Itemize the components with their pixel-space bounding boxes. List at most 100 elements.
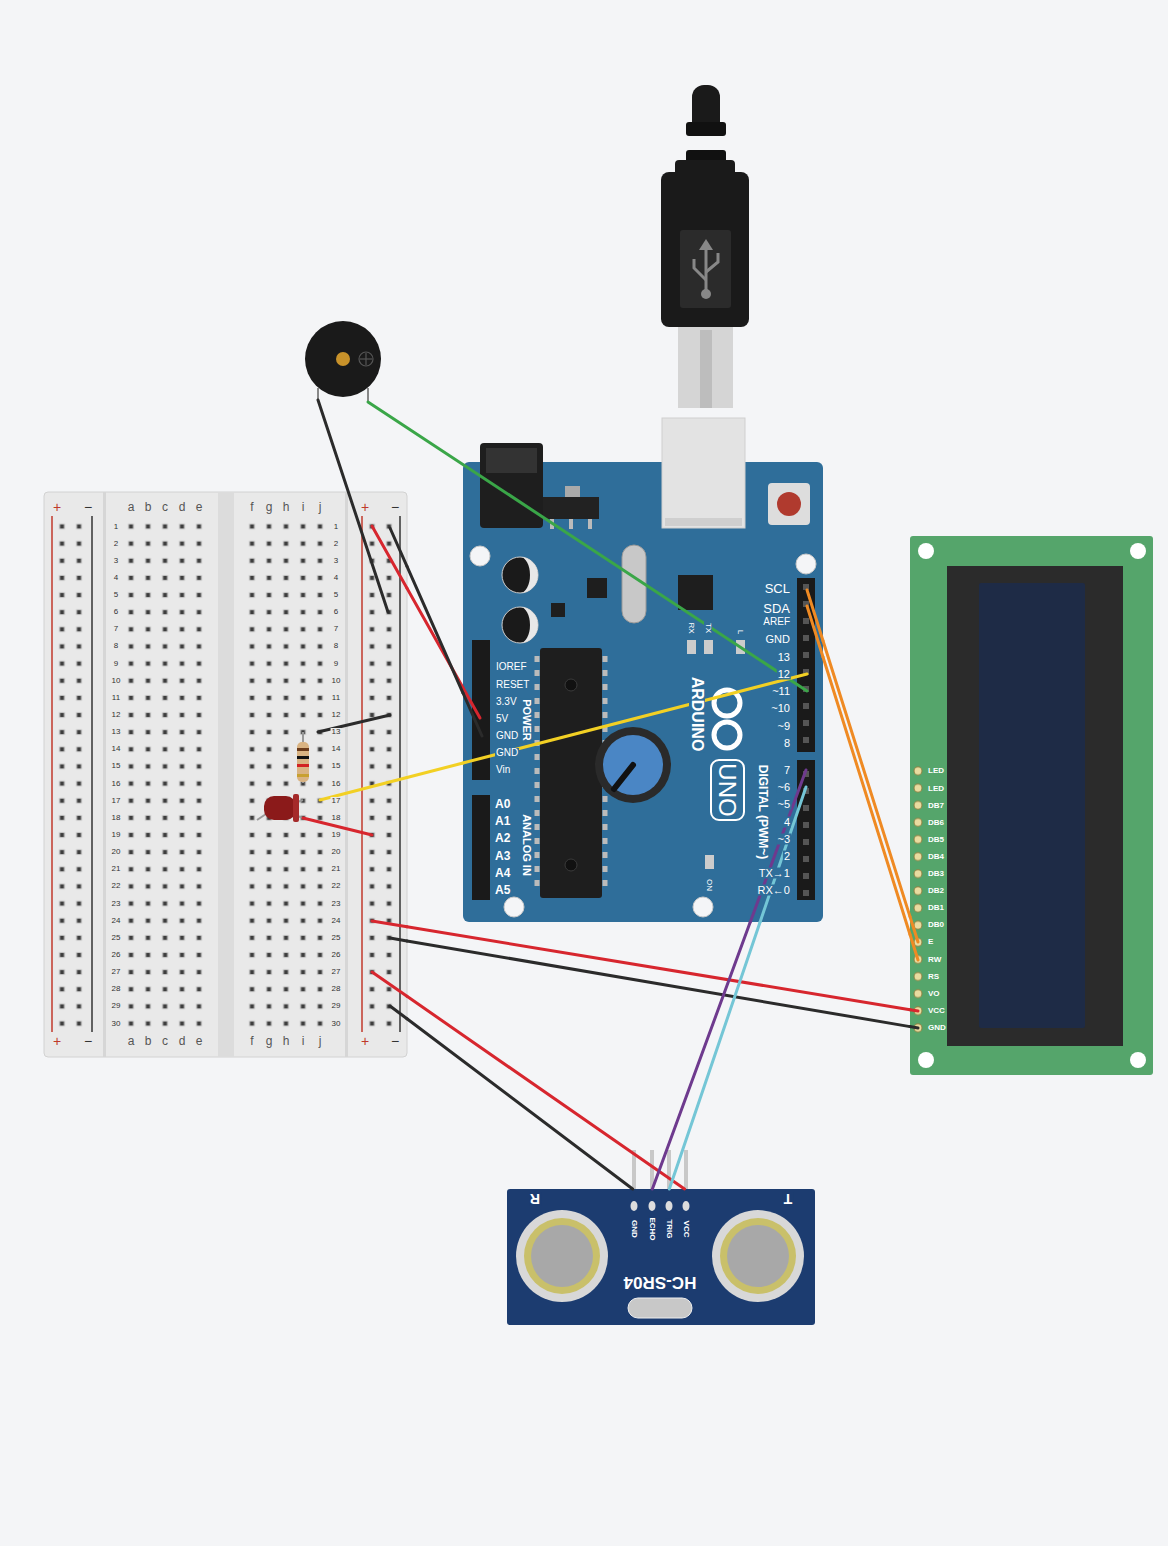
breadboard-label: d — [178, 501, 187, 513]
breadboard-label: b — [144, 501, 153, 513]
usb-symbol — [694, 259, 706, 280]
board-label: POWER — [521, 698, 532, 742]
pin-label: DB3 — [927, 870, 945, 878]
rail-line — [51, 516, 53, 1032]
board-label: RX — [687, 621, 695, 634]
led-lead — [257, 814, 266, 820]
wire-end — [390, 938, 407, 941]
buzzer-leg — [317, 388, 319, 400]
sensor-pad — [631, 1201, 638, 1211]
chip-pins — [535, 656, 540, 892]
breadboard-label: 6 — [113, 608, 119, 616]
status-led — [687, 640, 696, 654]
breadboard-label: j — [318, 1035, 323, 1047]
breadboard-label: 16 — [111, 780, 122, 788]
pin-label: DB6 — [927, 819, 945, 827]
sensor-pin — [667, 1150, 671, 1190]
breadboard-label: 13 — [331, 728, 342, 736]
board-label: UNO — [715, 762, 739, 817]
arduino-pcb — [463, 462, 823, 922]
breadboard-label: 14 — [331, 745, 342, 753]
breadboard-label: 27 — [111, 968, 122, 976]
breadboard-holes — [54, 518, 88, 1032]
wire — [407, 996, 685, 1189]
breadboard-label: 18 — [111, 814, 122, 822]
model-frame — [711, 760, 744, 820]
board-label: 5V — [495, 714, 509, 724]
breadboard-label: 15 — [331, 762, 342, 770]
wire — [652, 922, 750, 1189]
mount-hole — [1130, 543, 1146, 559]
breadboard-divider — [103, 492, 106, 1057]
board-label: GND — [495, 731, 519, 741]
breadboard-label: 8 — [113, 642, 119, 650]
breadboard-label: 3 — [113, 557, 119, 565]
breadboard-label: e — [195, 1035, 204, 1047]
potentiometer — [603, 735, 663, 795]
power-jack — [480, 443, 543, 528]
pin-label: DB1 — [927, 904, 945, 912]
mount-hole — [693, 897, 713, 917]
wire-end — [910, 1010, 918, 1011]
breadboard-label: 27 — [331, 968, 342, 976]
lcd-screen — [979, 583, 1085, 1028]
capacitor — [502, 607, 538, 643]
pin-label: LED — [927, 767, 945, 775]
board-label: DIGITAL (PWM~) — [757, 764, 769, 861]
board-label: A5 — [494, 884, 511, 896]
transducer — [524, 1218, 600, 1294]
board-label: ANALOG IN — [521, 813, 532, 877]
pin-label: RS — [927, 973, 940, 981]
breadboard-label: + — [360, 1034, 370, 1048]
sensor-label: T — [783, 1192, 794, 1206]
mount-hole — [796, 554, 816, 574]
breadboard-label: 24 — [111, 917, 122, 925]
usb-port — [662, 418, 745, 528]
transducer — [516, 1210, 608, 1302]
breadboard-label: 12 — [331, 711, 342, 719]
board-label: L — [736, 629, 744, 635]
regulator-leg — [588, 519, 592, 529]
breadboard-holes — [364, 518, 398, 1032]
board-label: SDA — [762, 602, 791, 615]
wire-end — [910, 935, 918, 961]
breadboard-label: 4 — [113, 574, 119, 582]
board-label: GND — [765, 634, 791, 645]
polarity-mark — [359, 352, 373, 366]
board-label: A3 — [494, 850, 511, 862]
breadboard-label: 17 — [111, 797, 122, 805]
usb-symbol — [701, 289, 711, 299]
breadboard-label: 23 — [331, 900, 342, 908]
led-symbol — [293, 794, 299, 822]
usb-symbol — [699, 239, 713, 250]
breadboard-label: 30 — [111, 1020, 122, 1028]
breadboard-label: 11 — [331, 694, 341, 702]
board-label: RX←0 — [757, 885, 791, 896]
breadboard-label: 25 — [331, 934, 342, 942]
wire — [823, 657, 910, 934]
breadboard-label: 7 — [333, 625, 339, 633]
board-label: 13 — [777, 652, 791, 663]
breadboard-label: i — [301, 1035, 306, 1047]
sensor-pin — [650, 1150, 654, 1190]
chip-mark — [565, 679, 577, 691]
breadboard-label: 30 — [331, 1020, 342, 1028]
breadboard-label: h — [282, 1035, 291, 1047]
breadboard-label: 13 — [111, 728, 122, 736]
wire — [407, 566, 463, 693]
breadboard-label: c — [161, 501, 169, 513]
reset-button — [768, 483, 810, 525]
board-label: 7 — [783, 765, 791, 776]
breadboard-holes — [244, 518, 329, 1032]
breadboard-label: a — [127, 1035, 136, 1047]
pin-label: DB0 — [927, 921, 945, 929]
wire-group — [407, 566, 910, 1189]
breadboard-label: + — [52, 500, 62, 514]
breadboard-label: 23 — [111, 900, 122, 908]
wire — [407, 763, 463, 777]
usb-cable — [686, 122, 726, 136]
pin-label: VCC — [927, 1007, 946, 1015]
board-label: AREF — [762, 617, 791, 627]
board-label: A4 — [494, 867, 511, 879]
usb-plug — [661, 172, 749, 327]
